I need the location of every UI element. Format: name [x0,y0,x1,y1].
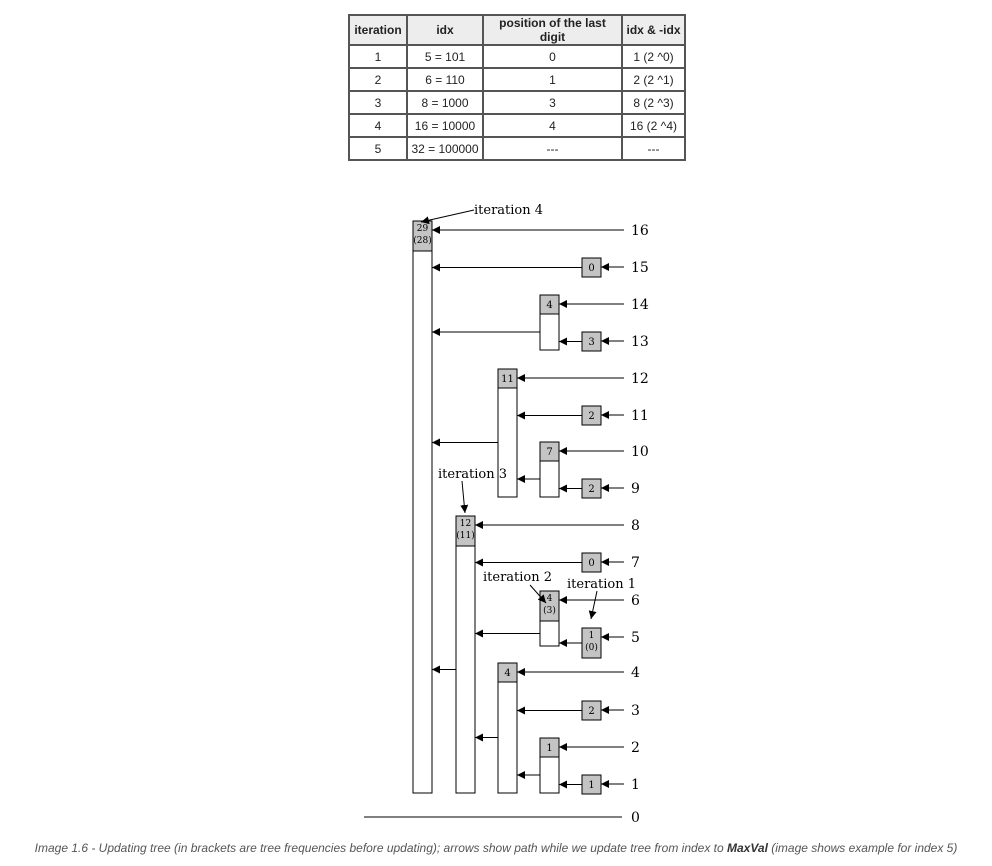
table-cell: 8 = 1000 [406,90,484,115]
tree-node-value: (28) [413,235,431,246]
index-label: 9 [631,481,640,497]
tree-node-value: 4 [504,668,510,679]
tree-node-value: 4 [546,300,552,311]
table-cell: 16 = 10000 [406,113,484,138]
table-cell: 3 [348,90,408,115]
iteration-pointer-arrow [588,590,598,620]
table-cell: 2 (2 ^1) [621,67,686,92]
table-cell: --- [621,136,686,161]
index-label: 5 [631,630,640,646]
column-header: position of the last digit [482,14,623,46]
column-header: idx & -idx [621,14,686,46]
caption-suffix: (image shows example for index 5) [767,841,958,855]
table-cell: 4 [482,113,623,138]
tree-node-value: (3) [543,605,556,616]
table-cell: 32 = 100000 [406,136,484,161]
index-label: 4 [631,665,640,681]
table-cell: 1 [348,44,408,69]
tree-node-value: 7 [546,447,552,458]
table-cell: 1 (2 ^0) [621,44,686,69]
index-label: 6 [631,593,640,609]
tree-node-value: 2 [588,484,594,495]
table-row: 1 5 = 101 0 1 (2 ^0) [348,44,686,69]
table-cell: 5 = 101 [406,44,484,69]
index-label: 10 [631,444,649,460]
table-cell: 6 = 110 [406,67,484,92]
tree-node-value: 1 [589,631,595,641]
tree-node-value: (0) [585,642,598,653]
column-header: iteration [348,14,408,46]
index-label: 0 [631,810,640,826]
table-cell: 5 [348,136,408,161]
tree-node-value: 0 [588,558,594,569]
update-steps-table-container: iteration idx position of the last digit… [348,14,686,161]
table-row: 2 6 = 110 1 2 (2 ^1) [348,67,686,92]
iteration-pointer-arrow [420,209,475,225]
tree-column-8 [455,515,476,794]
table-row: 5 32 = 100000 --- --- [348,136,686,161]
index-label: 1 [631,777,640,793]
table-cell: 1 [482,67,623,92]
column-header: idx [406,14,484,46]
update-steps-table: iteration idx position of the last digit… [348,14,686,161]
tree-node-value: 29 [417,224,429,234]
table-cell: 4 [348,113,408,138]
table-cell: 2 [348,67,408,92]
iteration-label: iteration 1 [567,577,636,592]
tree-node-value: 4 [547,594,553,604]
iteration-label: iteration 2 [483,570,552,585]
table-row: 4 16 = 10000 4 16 (2 ^4) [348,113,686,138]
tree-node-value: 1 [588,780,594,791]
index-label: 15 [631,260,649,276]
table-cell: 3 [482,90,623,115]
caption-maxval: MaxVal [727,841,768,855]
index-label: 13 [631,334,649,350]
table-cell: 8 (2 ^3) [621,90,686,115]
tree-node-value: 11 [501,374,514,385]
table-cell: 16 (2 ^4) [621,113,686,138]
table-cell: --- [482,136,623,161]
tree-node-value: 0 [588,263,594,274]
index-label: 14 [631,297,649,313]
index-label: 11 [631,408,649,424]
tree-node-value: 2 [588,706,594,717]
index-label: 7 [631,555,640,571]
index-label: 8 [631,518,640,534]
iteration-pointer-arrow [529,584,547,604]
caption-text: Image 1.6 - Updating tree (in brackets a… [34,841,728,855]
table-cell: 0 [482,44,623,69]
index-label: 3 [631,703,640,719]
tree-node-value: (11) [456,530,474,541]
tree-node-value: 12 [460,519,471,529]
index-label: 2 [631,740,640,756]
iteration-pointer-arrow [460,480,469,514]
tree-column-16 [412,220,433,794]
index-label: 16 [631,223,649,239]
index-label: 12 [631,371,649,387]
tree-node-value: 1 [546,743,552,754]
tree-node-8 [455,515,476,547]
tree-node-value: 3 [588,337,594,348]
table-header-row: iteration idx position of the last digit… [348,14,686,46]
tree-node-value: 2 [588,411,594,422]
iteration-label: iteration 4 [474,203,543,218]
figure-caption: Image 1.6 - Updating tree (in brackets a… [0,841,992,855]
table-row: 3 8 = 1000 3 8 (2 ^3) [348,90,686,115]
iteration-label: iteration 3 [438,467,507,482]
